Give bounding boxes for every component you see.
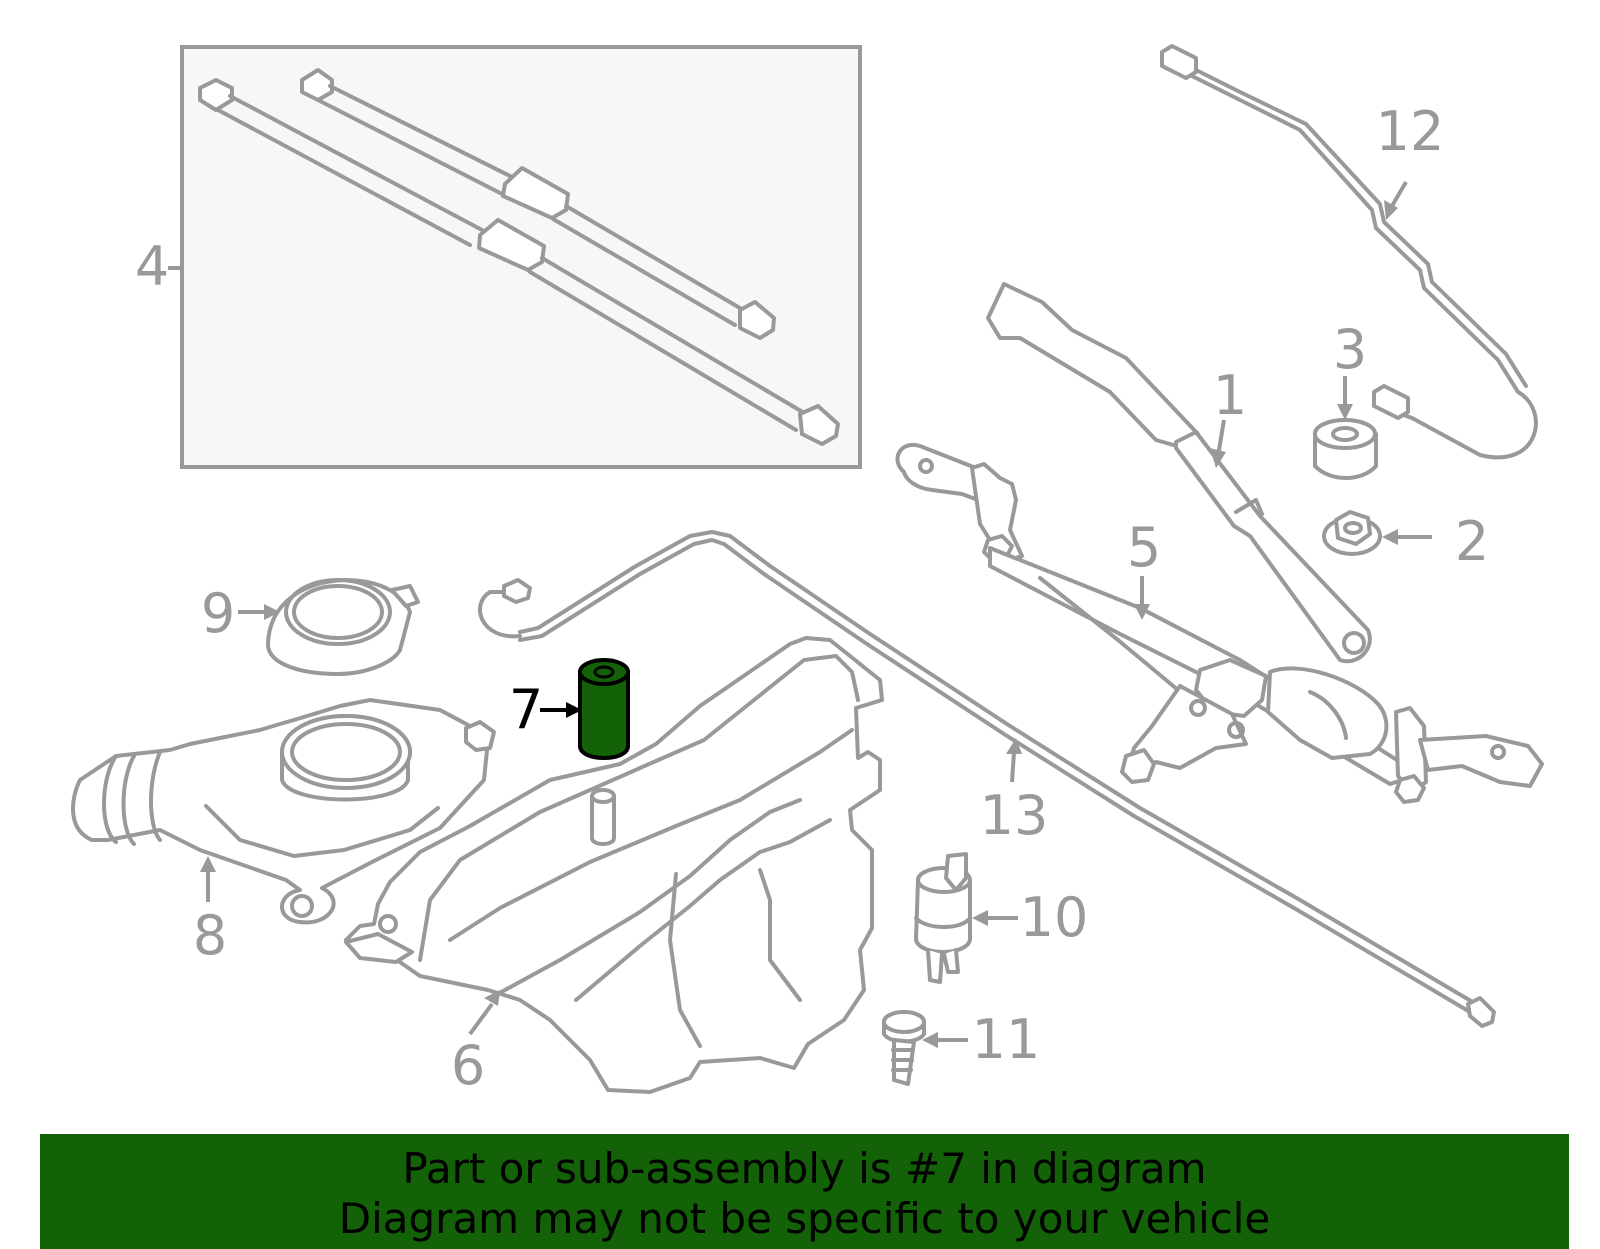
callout-4: 4 bbox=[135, 235, 169, 298]
part-10-washer-pump[interactable] bbox=[914, 852, 972, 984]
part-7-sleeve-highlighted[interactable] bbox=[578, 658, 630, 760]
callout-5: 5 bbox=[1127, 516, 1161, 579]
part-8-filler-neck[interactable] bbox=[70, 698, 496, 925]
part-6-washer-reservoir[interactable] bbox=[344, 636, 884, 1094]
callout-2: 2 bbox=[1455, 510, 1489, 573]
part-12-washer-hose[interactable] bbox=[1160, 44, 1538, 460]
part-5-wiper-linkage[interactable] bbox=[895, 442, 1544, 804]
part-4-wiper-blades[interactable] bbox=[168, 45, 862, 469]
part-3-grommet[interactable] bbox=[1313, 418, 1378, 480]
part-13-washer-hose[interactable] bbox=[478, 530, 1496, 1028]
leader-line-7 bbox=[540, 702, 582, 718]
callout-9: 9 bbox=[201, 582, 235, 645]
leader-lines bbox=[200, 180, 1432, 1048]
part-11-bolt[interactable] bbox=[882, 1010, 926, 1086]
part-2-nut[interactable] bbox=[1322, 510, 1382, 556]
callout-3: 3 bbox=[1333, 318, 1367, 381]
highlight-notice-banner: Part or sub-assembly is #7 in diagram Di… bbox=[40, 1134, 1569, 1249]
part-9-filler-cap[interactable] bbox=[266, 578, 420, 676]
callout-10: 10 bbox=[1020, 886, 1089, 949]
banner-line-disclaimer: Diagram may not be specific to your vehi… bbox=[338, 1194, 1271, 1243]
callout-1: 1 bbox=[1213, 364, 1247, 427]
callout-11: 11 bbox=[972, 1008, 1041, 1071]
part-1-wiper-arm[interactable] bbox=[986, 282, 1372, 664]
callout-6: 6 bbox=[451, 1034, 485, 1097]
banner-line-part-notice: Part or sub-assembly is #7 in diagram bbox=[402, 1144, 1207, 1193]
callout-8: 8 bbox=[193, 904, 227, 967]
callout-7-highlighted: 7 bbox=[509, 678, 543, 741]
callout-12: 12 bbox=[1376, 100, 1445, 163]
callout-13: 13 bbox=[980, 784, 1049, 847]
